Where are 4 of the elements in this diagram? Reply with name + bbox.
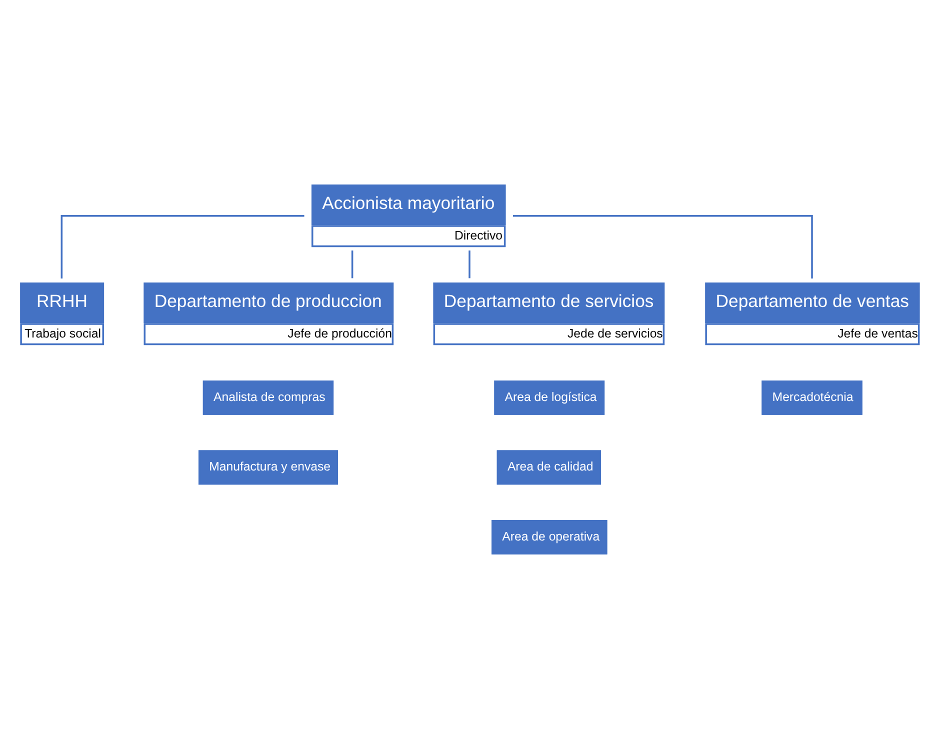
connector (513, 214, 813, 278)
connector (351, 250, 354, 278)
connector (468, 250, 470, 278)
connector (60, 214, 304, 278)
